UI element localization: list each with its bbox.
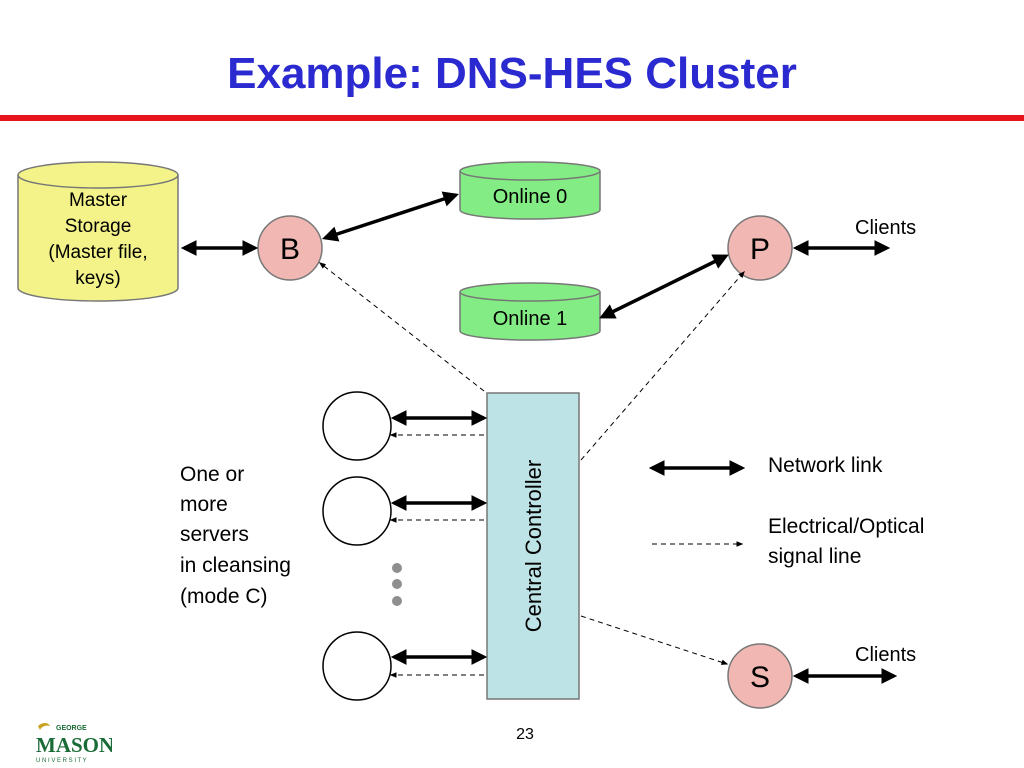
master-storage-label-4: keys) xyxy=(75,268,120,289)
cleansing-server-3 xyxy=(322,631,392,701)
signal-controller-b xyxy=(318,262,485,392)
clients-bottom-label: Clients xyxy=(855,644,916,666)
george-mason-logo: GEORGE MASON U N I V E R S I T Y xyxy=(36,723,112,764)
page-number: 23 xyxy=(516,726,534,743)
cleansing-note-line-2: more xyxy=(180,493,228,516)
ellipsis-dots xyxy=(392,563,402,606)
legend-signal-line-label-1: Electrical/Optical xyxy=(768,515,924,538)
signal-controller-s xyxy=(580,615,729,665)
cleansing-note-line-5: (mode C) xyxy=(180,585,268,608)
central-controller: Central Controller xyxy=(486,392,580,700)
cleansing-note-line-3: servers xyxy=(180,523,249,546)
clients-top-label: Clients xyxy=(855,217,916,239)
node-b-label: B xyxy=(280,233,300,266)
logo-flame-icon xyxy=(38,723,50,730)
node-p-label: P xyxy=(750,233,770,266)
link-online1-p xyxy=(599,254,729,319)
cleansing-note: One or more servers in cleansing (mode C… xyxy=(180,463,291,608)
cleansing-note-line-1: One or xyxy=(180,463,244,486)
online-1-label: Online 1 xyxy=(493,308,568,330)
master-storage-label-2: Storage xyxy=(65,216,132,237)
logo-main-text: MASON xyxy=(36,733,112,757)
legend-signal-line-label-2: signal line xyxy=(768,545,861,568)
signal-controller-p xyxy=(580,270,745,461)
cleansing-server-2 xyxy=(322,476,392,546)
node-b: B xyxy=(257,215,323,281)
logo-top-text: GEORGE xyxy=(56,725,87,732)
slide-title: Example: DNS-HES Cluster xyxy=(227,49,797,98)
legend: Network link Electrical/Optical signal l… xyxy=(768,454,924,568)
link-b-online0 xyxy=(322,191,459,242)
node-p: P xyxy=(727,215,793,281)
node-s-label: S xyxy=(750,661,770,694)
master-storage-cylinder: Master Storage (Master file, keys) xyxy=(17,161,179,302)
master-storage-label-3: (Master file, xyxy=(48,242,147,263)
legend-network-link-label: Network link xyxy=(768,454,883,477)
online-0-label: Online 0 xyxy=(493,186,568,208)
online-0-cylinder: Online 0 xyxy=(459,161,601,220)
cleansing-note-line-4: in cleansing xyxy=(180,554,291,577)
central-controller-label: Central Controller xyxy=(521,460,546,632)
logo-bottom-text: U N I V E R S I T Y xyxy=(36,758,87,764)
master-storage-label-1: Master xyxy=(69,190,128,211)
cleansing-server-1 xyxy=(322,391,392,461)
title-divider xyxy=(0,115,1024,121)
node-s: S xyxy=(727,643,793,709)
online-1-cylinder: Online 1 xyxy=(459,282,601,341)
